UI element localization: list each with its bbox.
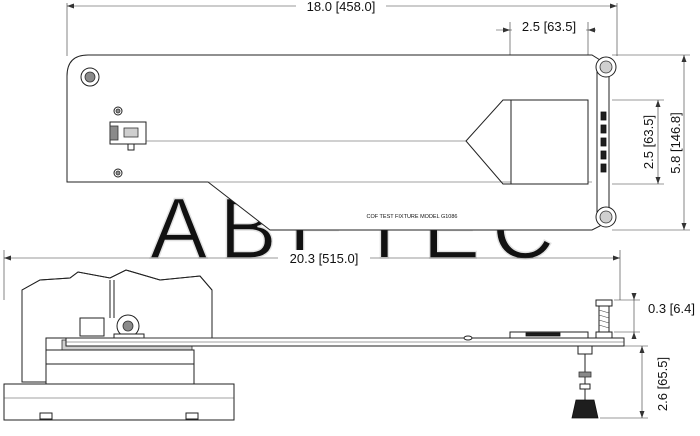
arrow-slot-bottom — [655, 177, 661, 184]
base-block — [3, 383, 235, 421]
sled-weight — [525, 332, 561, 337]
label-background — [512, 20, 586, 32]
rail-marker-3 — [600, 137, 607, 147]
arrow-side-left — [4, 255, 11, 261]
foot-mount — [577, 345, 593, 355]
side-view: 20.3 [515.0] — [3, 250, 695, 421]
base-foot-left — [39, 412, 53, 420]
overall-width-label: 5.8 [146.8] — [668, 112, 683, 173]
drive-roller-hub — [122, 320, 134, 332]
foot-nut — [578, 371, 592, 378]
clamp-jaw — [109, 125, 119, 141]
top-view: 18.0 [458.0] 2.5 [63.5] — [66, 0, 690, 231]
arrow-offset-right — [588, 27, 595, 33]
arrow-clearance-top — [631, 293, 637, 300]
slot-height-label: 2.5 [63.5] — [641, 115, 656, 169]
overall-length-label: 18.0 [458.0] — [307, 0, 376, 14]
model-label: COF TEST FIXTURE MODEL G1086 — [367, 214, 458, 220]
roller-top-inner — [599, 60, 613, 74]
platen-base — [45, 363, 195, 387]
label-background — [278, 250, 370, 263]
clearance-label: 0.3 [6.4] — [648, 301, 695, 316]
post-cap — [595, 299, 613, 307]
rail-marker-5 — [600, 163, 607, 173]
knob-inner — [84, 71, 96, 83]
clamp-plate — [123, 127, 139, 138]
label-background — [296, 0, 386, 12]
roller-bottom-inner — [599, 210, 613, 224]
arrow-right — [610, 3, 617, 9]
rail-marker-1 — [600, 111, 607, 121]
arrow-width-bottom — [681, 223, 687, 230]
fixture-plate-outline — [66, 54, 601, 231]
rail-marker-2 — [600, 124, 607, 134]
string-hook — [463, 335, 473, 341]
foot-collar — [579, 383, 591, 390]
screw-2-head — [115, 170, 121, 176]
roller-bracket — [79, 317, 105, 337]
arrow-slot-top — [655, 100, 661, 107]
arrow-width-top — [681, 55, 687, 62]
arrow-side-right — [613, 255, 620, 261]
end-offset-label: 2.5 [63.5] — [522, 19, 576, 34]
rail-marker-4 — [600, 150, 607, 160]
arrow-foot-top — [639, 346, 645, 353]
post-nut — [595, 331, 613, 339]
post-spring-housing — [598, 305, 610, 333]
foot-pad — [571, 399, 599, 419]
arrow-offset-left — [503, 27, 510, 33]
sled — [510, 99, 589, 185]
foot-height-label: 2.6 [65.5] — [655, 357, 670, 411]
screw-1-head — [115, 108, 121, 114]
post-spring — [598, 309, 610, 329]
base-foot-right — [185, 412, 199, 420]
arrow-foot-bottom — [639, 411, 645, 418]
arrow-clearance-bottom — [631, 332, 637, 339]
break-line — [21, 269, 213, 291]
platen-middle — [45, 349, 195, 365]
side-length-label: 20.3 [515.0] — [290, 251, 359, 266]
clamp-screw — [127, 143, 135, 151]
arrow-left — [67, 3, 74, 9]
